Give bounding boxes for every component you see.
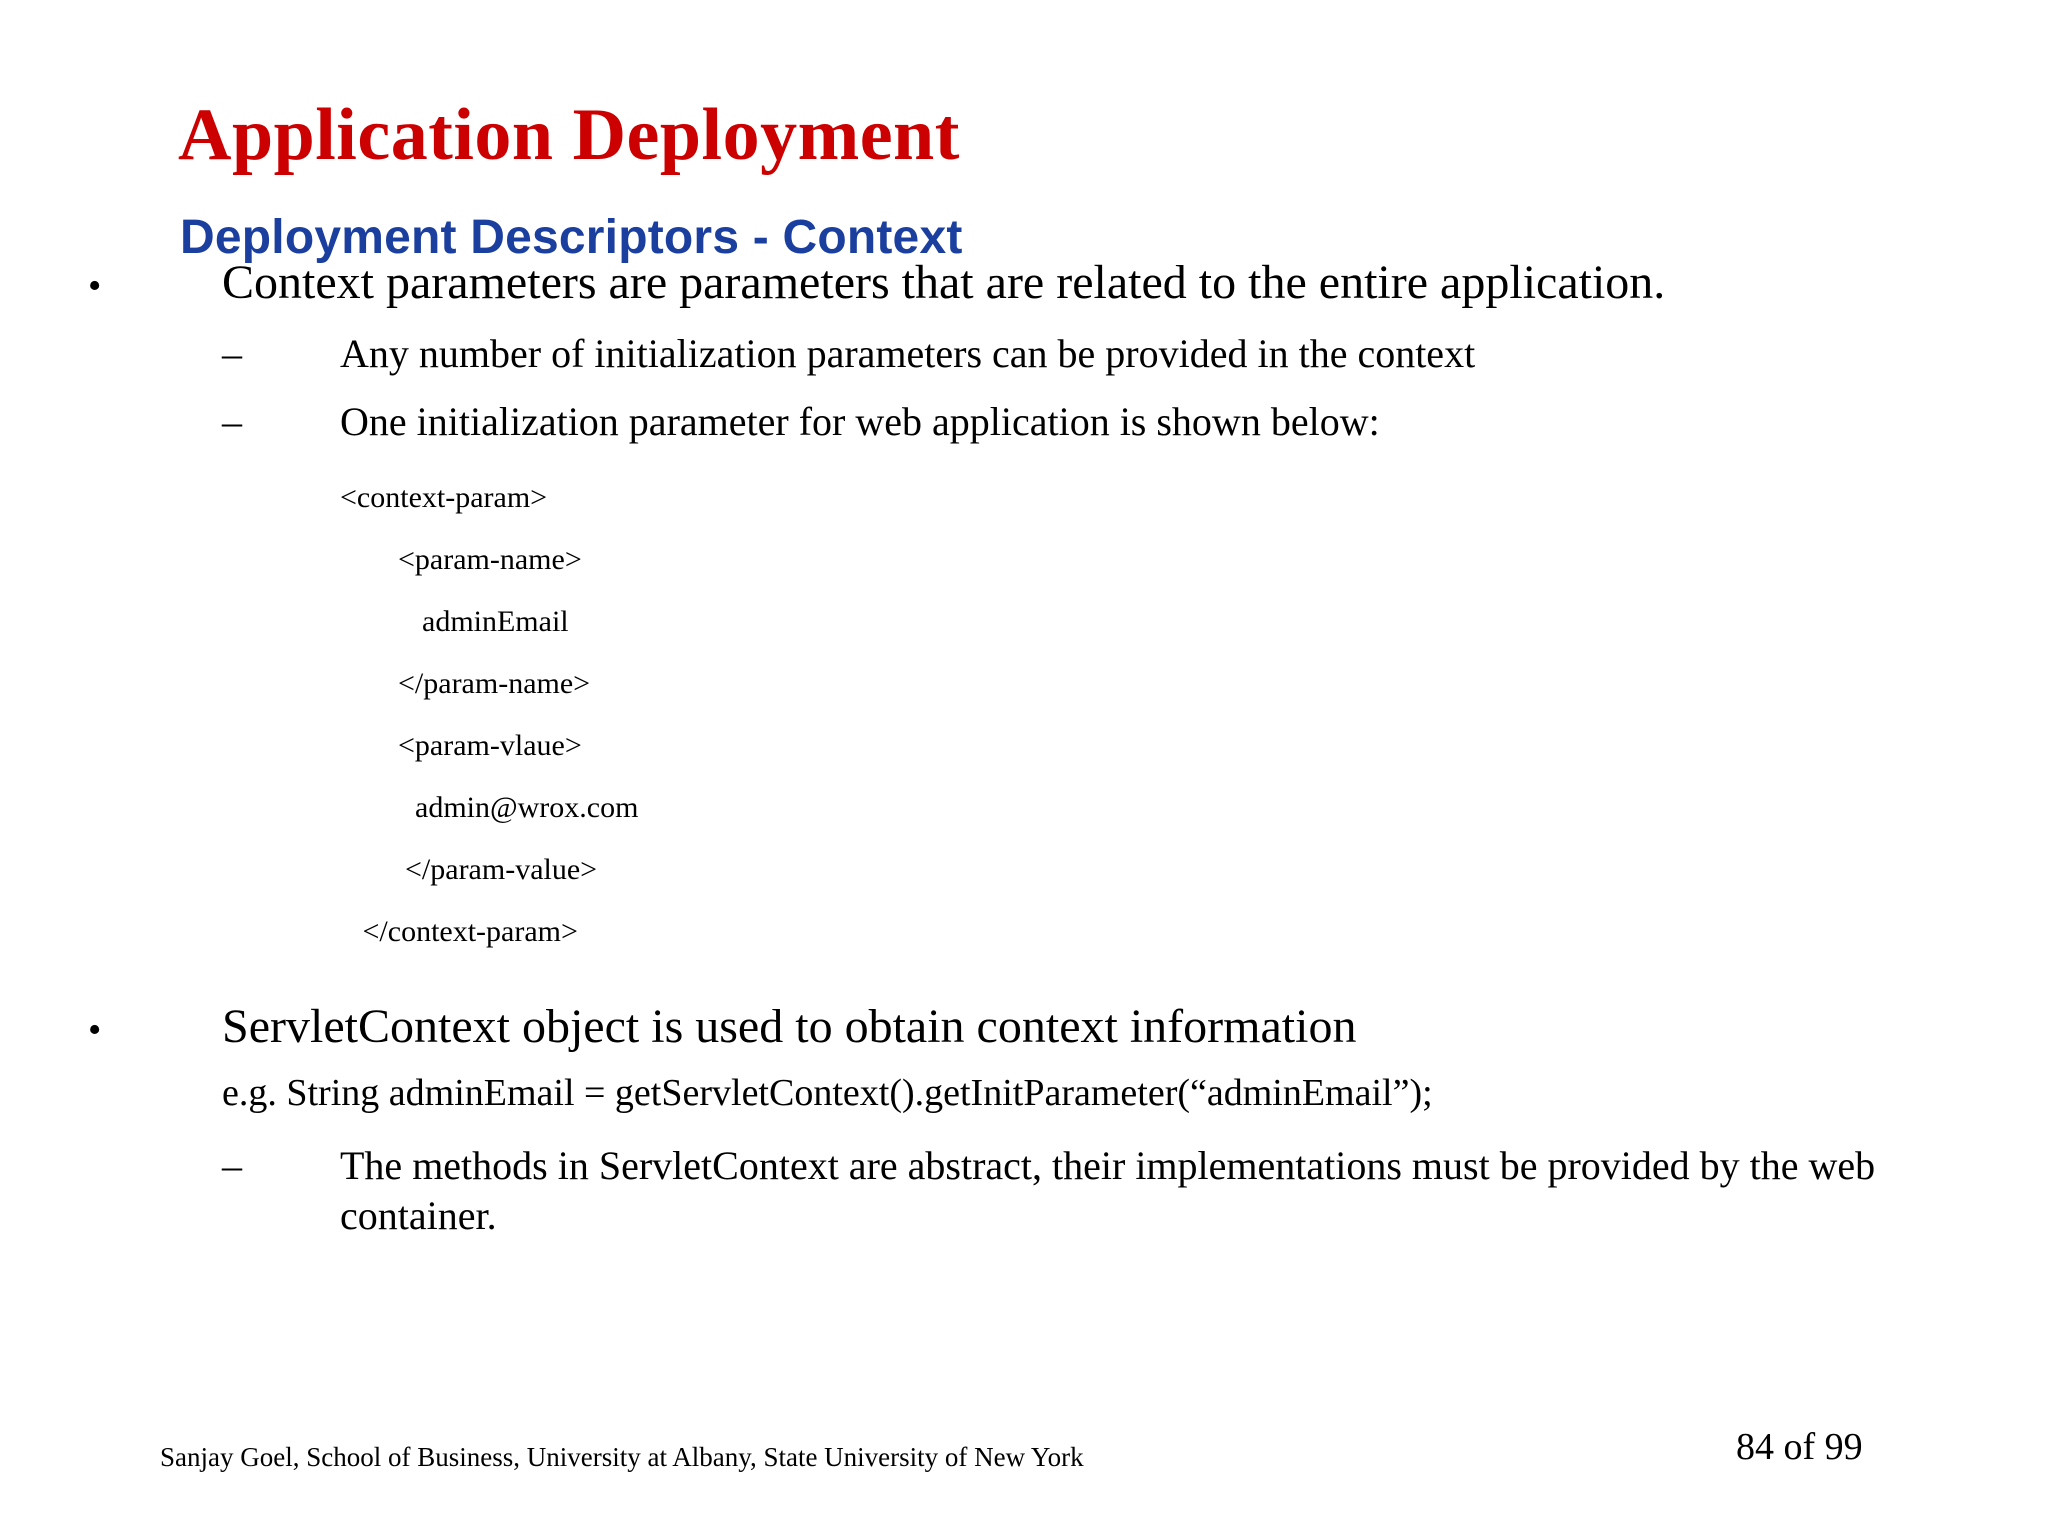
bullet-item-context-parameters: • Context parameters are parameters that… [0,255,2048,311]
sub-bullet-text: The methods in ServletContext are abstra… [340,1143,1876,1238]
code-line: </param-name> [398,667,591,700]
dash-marker-icon: – [222,1143,242,1188]
bullet-item-servletcontext: • ServletContext object is used to obtai… [0,999,2048,1055]
slide-subtitle: Deployment Descriptors - Context [180,210,963,264]
code-line: </param-value> [405,853,598,886]
code-line: <param-name> [398,543,582,576]
code-line: admin@wrox.com [415,791,639,824]
footer-attribution: Sanjay Goel, School of Business, Univers… [160,1442,1084,1472]
dash-marker-icon: – [222,331,242,376]
example-code-line: e.g. String adminEmail = getServletConte… [222,1072,1433,1114]
sub-bullet-text: Any number of initialization parameters … [340,331,1476,376]
bullet-dot-icon: • [88,1009,102,1051]
xml-code-block: <context-param> <param-name> adminEmail … [0,467,2048,963]
sub-bullet-item-abstract-methods: – The methods in ServletContext are abst… [0,1141,2048,1241]
code-line: adminEmail [422,605,569,638]
bullet-dot-icon: • [88,265,102,307]
slide-title: Application Deployment [178,93,960,176]
slide-page-number: 84 of 99 [1736,1426,1863,1468]
slide-body: • Context parameters are parameters that… [0,255,2048,1241]
code-line: </context-param> [355,915,578,948]
sub-bullet-item-one-initialization: – One initialization parameter for web a… [0,397,2048,447]
sub-bullet-item-any-number: – Any number of initialization parameter… [0,329,2048,379]
bullet-text: ServletContext object is used to obtain … [222,1000,1357,1053]
code-line: <param-vlaue> [398,729,582,762]
sub-bullet-text: One initialization parameter for web app… [340,399,1380,444]
code-line: <context-param> [340,481,548,514]
dash-marker-icon: – [222,399,242,444]
bullet-text: Context parameters are parameters that a… [222,256,1666,309]
